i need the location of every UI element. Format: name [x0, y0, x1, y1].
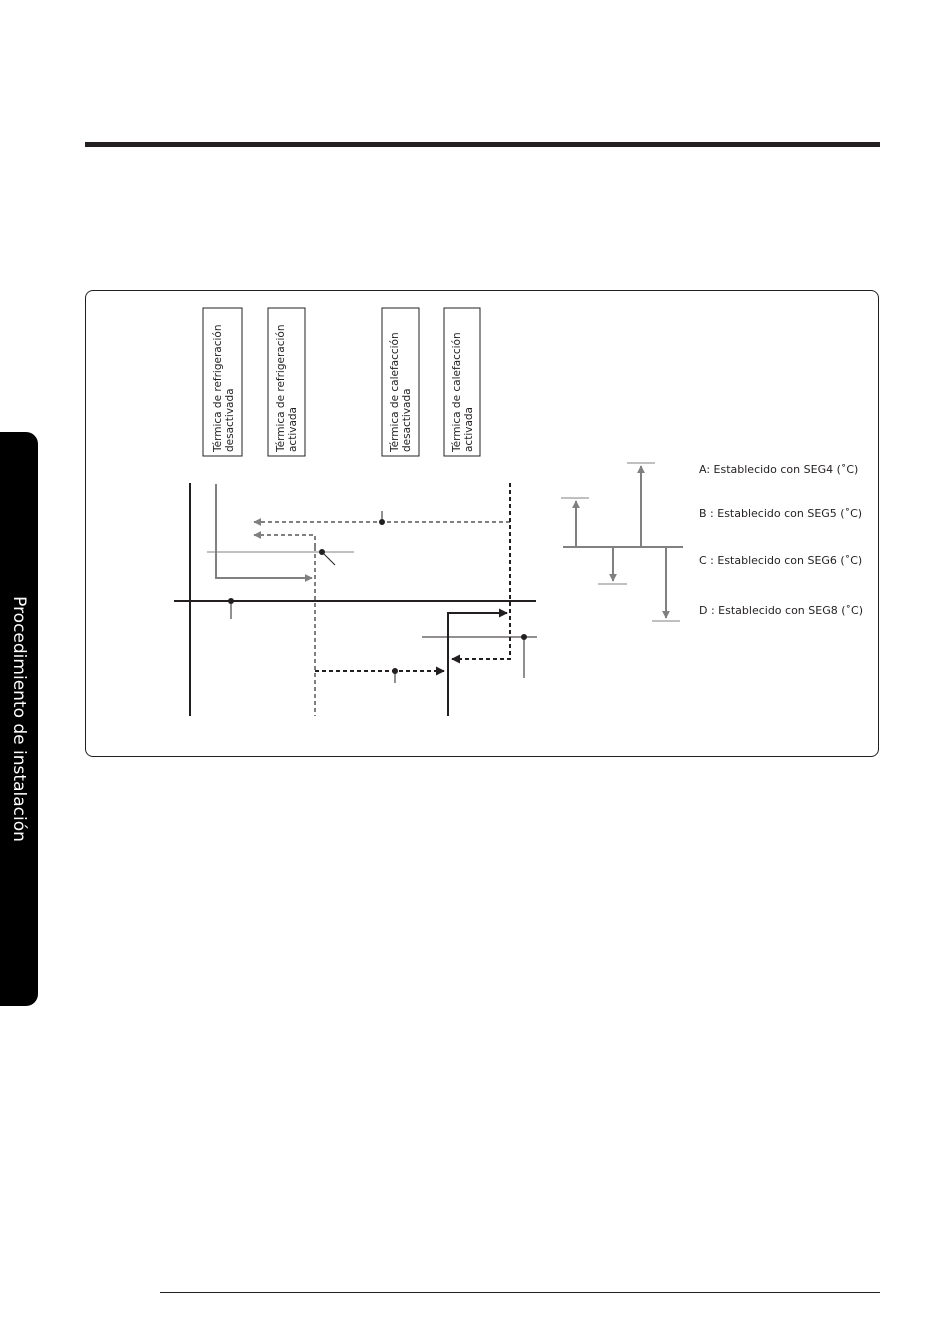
svg-text:Térmica de calefacción: Térmica de calefacción activada: [451, 329, 475, 453]
heating-on-path: [448, 613, 507, 716]
heating-off-return-path: [452, 637, 510, 659]
cooling-off-return-path: [254, 535, 315, 547]
legend-a-label: A: Establecido con SEG4 (˚C): [699, 463, 858, 476]
thermostat-diagram: Térmica de refrigeración desactivada Tér…: [86, 291, 880, 758]
footer-rule: [160, 1292, 880, 1293]
label-box-cooling-off: Térmica de refrigeración desactivada: [203, 308, 242, 456]
label-box-cooling-off-line2: desactivada: [224, 388, 236, 452]
label-box-heating-on: Térmica de calefacción activada: [444, 308, 480, 456]
label-box-cooling-off-line1: Térmica de refrigeración: [212, 325, 224, 454]
legend-d-label: D : Establecido con SEG8 (˚C): [699, 604, 863, 617]
label-box-heating-off: Térmica de calefacción desactivada: [382, 308, 419, 456]
label-box-heating-on-line2: activada: [463, 407, 475, 452]
cooling-on-path: [216, 484, 312, 578]
cooling-threshold-leader: [322, 552, 335, 565]
label-box-heating-off-line1: Térmica de calefacción: [389, 332, 401, 453]
thermostat-diagram-panel: Térmica de refrigeración desactivada Tér…: [85, 290, 879, 757]
section-side-tab-label: Procedimiento de instalación: [9, 596, 29, 842]
svg-text:Térmica de refrigeración: Térmica de refrigeración activada: [275, 321, 299, 453]
label-box-heating-on-line1: Térmica de calefacción: [451, 332, 463, 453]
label-box-heating-off-line2: desactivada: [401, 388, 413, 452]
label-box-cooling-on-line2: activada: [287, 407, 299, 452]
legend-c-label: C : Establecido con SEG6 (˚C): [699, 554, 862, 567]
label-box-cooling-on-line1: Térmica de refrigeración: [275, 325, 287, 454]
legend-b-label: B : Establecido con SEG5 (˚C): [699, 507, 862, 520]
header-rule: [85, 142, 880, 147]
label-box-cooling-on: Térmica de refrigeración activada: [268, 308, 305, 456]
svg-text:Térmica de calefacción: Térmica de calefacción desactivada: [389, 329, 413, 453]
svg-text:Térmica de refrigeración: Térmica de refrigeración desactivada: [212, 321, 236, 453]
section-side-tab: Procedimiento de instalación: [0, 432, 38, 1006]
